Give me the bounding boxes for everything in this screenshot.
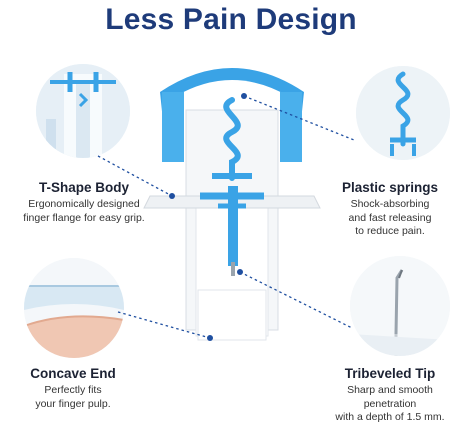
springs-title: Plastic springs [341, 180, 439, 195]
t-shape-detail-art [36, 64, 130, 158]
tribeveled-tip-desc-line: penetration [363, 397, 417, 410]
concave-end-detail-art [24, 258, 124, 358]
concave-end-desc-line: your finger pulp. [35, 397, 111, 410]
t-shape-description: Ergonomically designed finger flange for… [0, 198, 168, 225]
concave-end-title: Concave End [30, 366, 116, 381]
tribeveled-tip-desc-line: with a depth of 1.5 mm. [335, 411, 445, 423]
concave-end-desc-line: Perfectly fits [44, 384, 102, 396]
tribeveled-tip-title: Tribeveled Tip [344, 366, 436, 381]
t-shape-desc-line: finger flange for easy grip. [23, 211, 145, 224]
concave-end-detail-image [24, 258, 124, 358]
t-shape-desc-line: Ergonomically designed [28, 198, 140, 210]
springs-desc-line: to reduce pain. [355, 225, 425, 237]
t-shape-detail-image [36, 64, 130, 158]
springs-desc-line: and fast releasing [348, 211, 432, 224]
springs-detail-art [356, 66, 450, 160]
tribeveled-tip-description: Sharp and smooth penetration with a dept… [318, 384, 462, 425]
springs-detail-image [356, 66, 450, 160]
springs-description: Shock-absorbing and fast releasing to re… [318, 198, 462, 239]
concave-end-description: Perfectly fits your finger pulp. [0, 384, 146, 411]
page-title: Less Pain Design [105, 3, 357, 36]
tribeveled-tip-desc-line: Sharp and smooth [347, 384, 433, 396]
springs-desc-line: Shock-absorbing [350, 198, 430, 210]
t-shape-title: T-Shape Body [38, 180, 129, 195]
